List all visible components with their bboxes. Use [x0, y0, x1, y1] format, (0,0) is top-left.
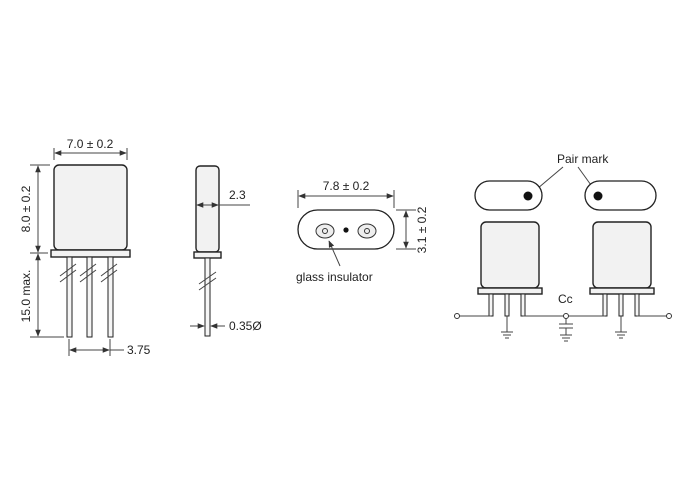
pair-right-can [592, 221, 652, 289]
front-view: 7.0 ± 0.2 8.0 ± 0.2 15.0 max. 3.75 [19, 137, 151, 357]
pair-mark-label: Pair mark [557, 152, 609, 166]
pair-mark-dot-right [593, 191, 603, 201]
front-lead-length-dim-label: 15.0 max. [19, 270, 33, 323]
front-height-dim-label: 8.0 ± 0.2 [19, 185, 33, 232]
glass-insulator-leader [328, 240, 341, 267]
front-width-dim-label: 7.0 ± 0.2 [67, 137, 114, 151]
front-lead-1 [66, 256, 73, 338]
top-length-dim-label: 7.8 ± 0.2 [323, 179, 370, 193]
front-pitch-dim-label: 3.75 [127, 343, 151, 357]
side-can-body [195, 165, 220, 253]
pair-top-view-right [584, 180, 657, 211]
side-view: 2.3 0.35Ø [190, 165, 262, 337]
top-glass-pad-left [315, 223, 335, 239]
top-glass-pad-right [357, 223, 377, 239]
terminal-right [666, 313, 672, 319]
pair-view: Pair mark [454, 152, 672, 342]
terminal-left [454, 313, 460, 319]
pair-left-base [477, 287, 543, 295]
glass-insulator-label: glass insulator [296, 270, 373, 284]
pair-mark-dot-left [523, 191, 533, 201]
top-width-dim-label: 3.1 ± 0.2 [415, 206, 429, 253]
top-view: 7.8 ± 0.2 3.1 ± 0.2 glass insulator [296, 179, 429, 284]
side-lead [204, 257, 211, 337]
side-lead-dia-dim-label: 0.35Ø [229, 319, 262, 333]
pair-top-view-left [474, 180, 543, 211]
pair-right-base [589, 287, 655, 295]
front-can-body [53, 164, 128, 251]
top-center-dot [343, 227, 349, 233]
side-base [193, 251, 222, 259]
front-lead-3 [107, 256, 114, 338]
front-base [50, 249, 131, 258]
junction-center [563, 313, 569, 319]
front-lead-break-marks [59, 263, 118, 283]
side-lead-break-marks [198, 271, 217, 291]
front-lead-2 [86, 256, 93, 338]
side-thickness-dim-label: 2.3 [229, 188, 246, 202]
pair-left-can [480, 221, 540, 289]
coupling-capacitor-label: Cc [558, 292, 573, 306]
pair-circuit-wiring [459, 315, 667, 342]
